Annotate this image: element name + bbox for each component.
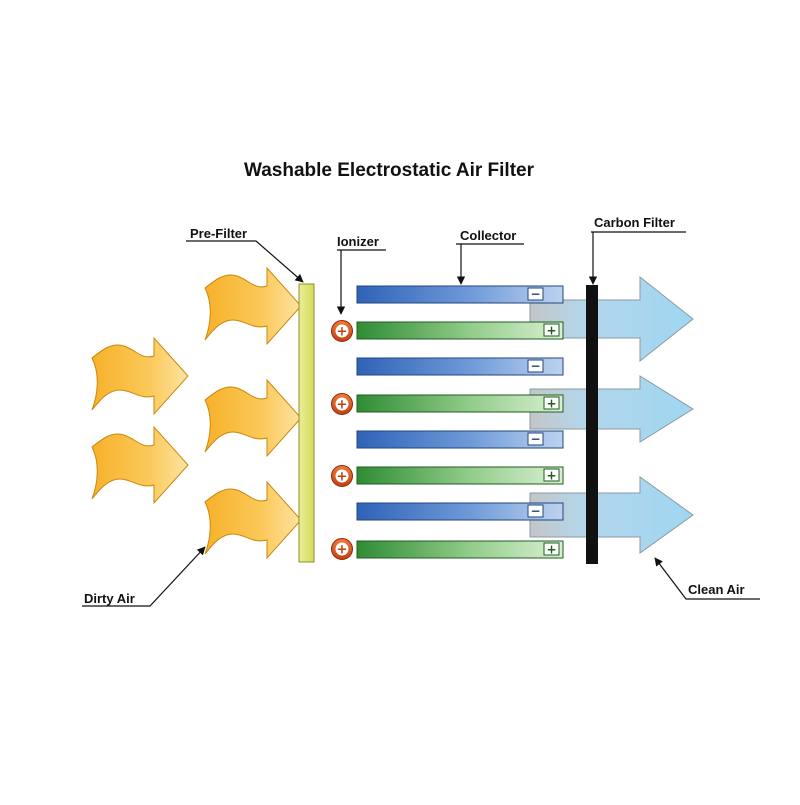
dirty-air-leader	[82, 546, 206, 607]
clean-air-arrow	[529, 375, 694, 443]
dirty-air-arrow	[91, 426, 189, 504]
leader-lines	[82, 231, 760, 607]
dirty-air-arrow	[204, 267, 302, 345]
positive-plate	[356, 466, 564, 485]
negative-plate	[356, 430, 564, 449]
plus-sign: +	[546, 397, 556, 411]
ionizer-leader	[337, 249, 386, 314]
carbon-filter-panel	[586, 285, 598, 564]
positive-badge: +	[543, 468, 560, 483]
plus-sign: +	[337, 398, 348, 413]
ionizer-node: +	[331, 538, 353, 560]
minus-sign: −	[530, 359, 540, 373]
minus-sign: −	[530, 287, 540, 301]
clean-air-arrows	[529, 275, 694, 554]
clean-air-arrow	[529, 476, 694, 554]
plus-sign: +	[546, 469, 556, 483]
diagram-title: Washable Electrostatic Air Filter	[243, 160, 534, 181]
positive-plate	[356, 540, 564, 559]
collector-leader	[456, 243, 524, 284]
minus-sign: −	[530, 504, 540, 518]
negative-badge: −	[527, 287, 544, 301]
plate-charge-badges: − + − + − + −	[527, 287, 560, 557]
ionizer-node: +	[331, 393, 353, 415]
clean-air-label: Clean Air	[688, 582, 745, 597]
dirty-air-arrow	[204, 379, 302, 457]
pre-filter-label: Pre-Filter	[190, 226, 248, 241]
negative-plate	[356, 502, 564, 521]
positive-plate	[356, 394, 564, 413]
carbon-filter-label: Carbon Filter	[594, 215, 675, 230]
ionizer-label: Ionizer	[337, 234, 379, 249]
plus-sign: +	[337, 325, 348, 340]
plus-sign: +	[337, 470, 348, 485]
pre-filter-panel	[298, 283, 315, 563]
dirty-air-arrows	[91, 267, 302, 559]
ionizer-node: +	[331, 465, 353, 487]
positive-badge: +	[543, 396, 560, 411]
negative-plate	[356, 357, 564, 376]
plus-sign: +	[546, 324, 556, 338]
carbon-filter-leader	[591, 231, 686, 284]
ionizers: + + + +	[331, 320, 353, 560]
dirty-air-arrow	[204, 481, 302, 559]
positive-badge: +	[543, 542, 560, 557]
positive-plate	[356, 321, 564, 340]
plus-sign: +	[546, 543, 556, 557]
collector-label: Collector	[460, 228, 517, 243]
plus-sign: +	[337, 543, 348, 558]
ionizer-node: +	[331, 320, 353, 342]
negative-badge: −	[527, 359, 544, 373]
minus-sign: −	[530, 432, 540, 446]
clean-air-leader	[654, 557, 760, 600]
negative-badge: −	[527, 504, 544, 518]
positive-badge: +	[543, 323, 560, 338]
dirty-air-label: Dirty Air	[84, 591, 135, 606]
pre-filter-leader	[186, 240, 304, 283]
collector-plates	[356, 285, 564, 559]
dirty-air-arrow	[91, 337, 189, 415]
negative-badge: −	[527, 432, 544, 446]
